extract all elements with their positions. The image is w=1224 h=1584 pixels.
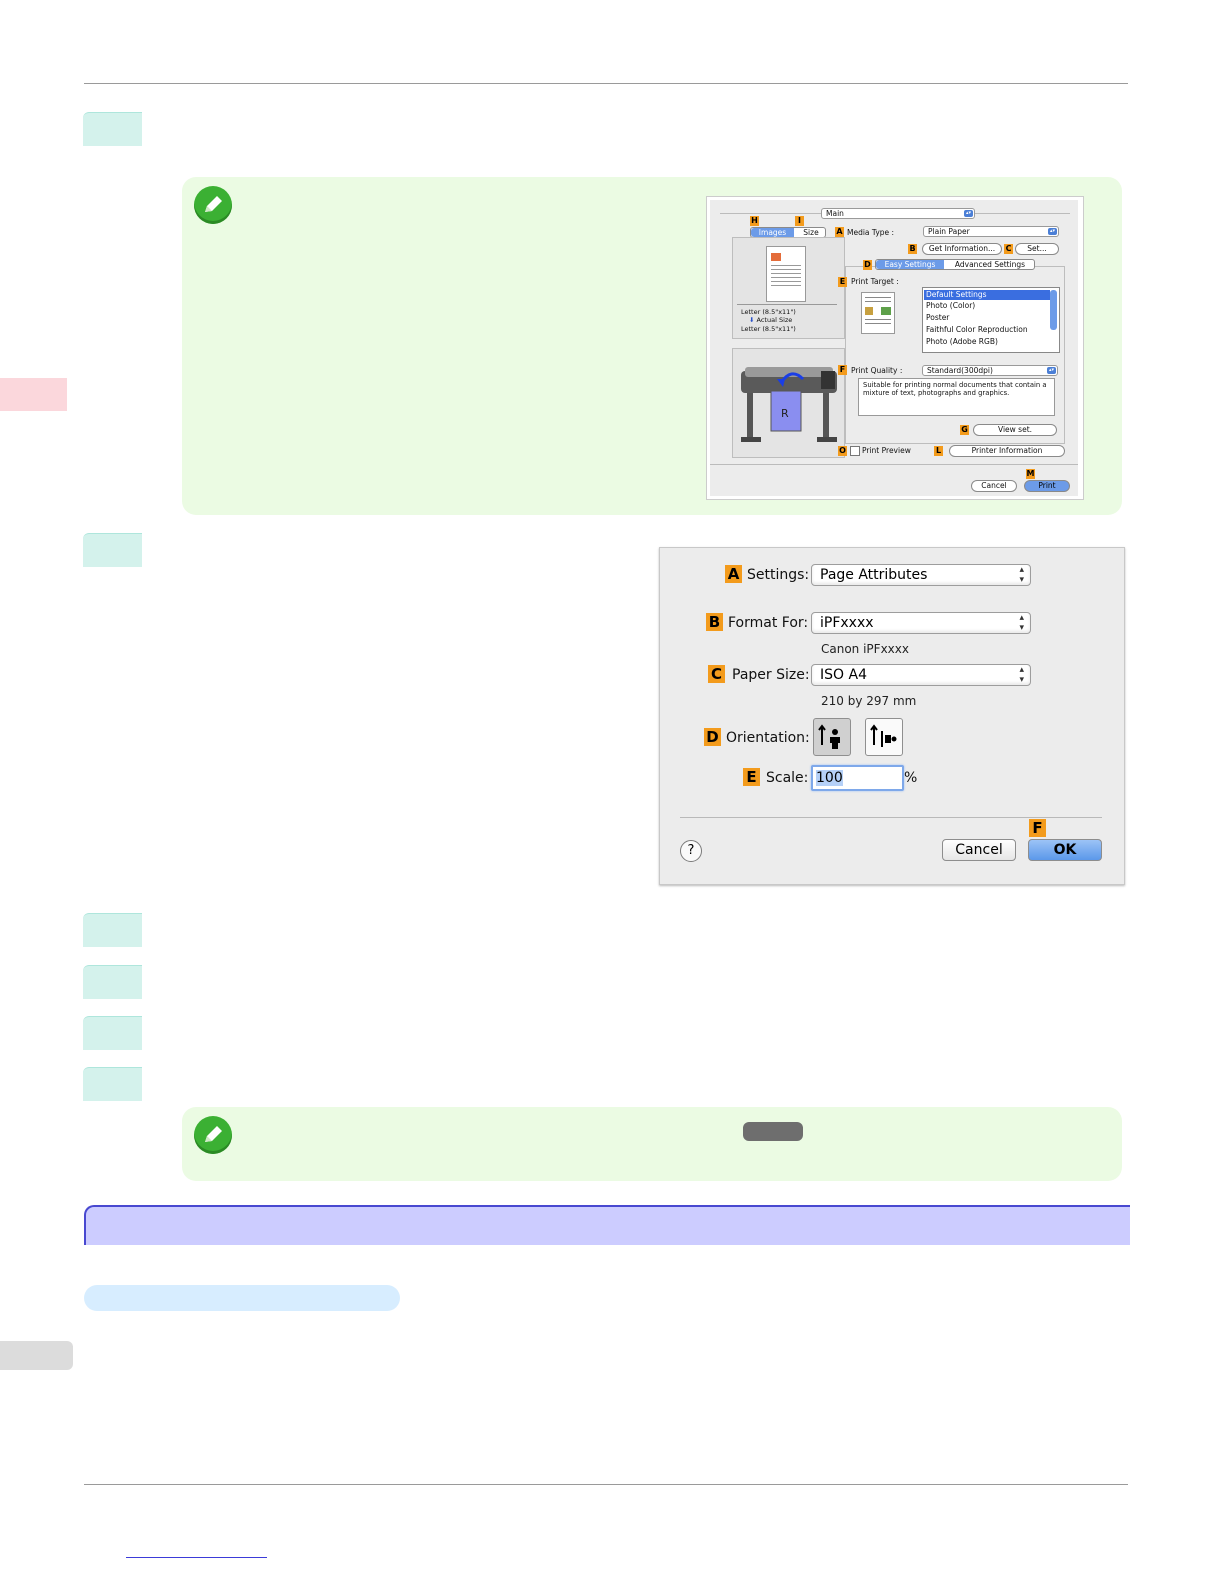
page-side-tab: [0, 1341, 73, 1370]
print-target-label: Print Target :: [851, 277, 899, 286]
page-setup-dialog-screenshot: A Settings: Page Attributes▴▾ B Format F…: [659, 547, 1125, 885]
cancel-button[interactable]: Cancel: [942, 839, 1016, 861]
format-for-label: Format For:: [728, 615, 809, 631]
callout-a: A: [725, 565, 742, 583]
callout-i: I: [795, 216, 804, 226]
callout-h: H: [750, 216, 759, 226]
step-marker: [83, 1067, 142, 1101]
tab-images[interactable]: Images: [751, 228, 794, 237]
callout-f: F: [838, 365, 847, 375]
callout-d: D: [704, 728, 721, 746]
portrait-icon: [818, 724, 840, 749]
settings-popup[interactable]: Page Attributes▴▾: [811, 564, 1031, 586]
preview-panel: Letter (8.5"x11") ⬇ Actual Size Letter (…: [732, 237, 845, 339]
subsection-header-bar: [84, 1285, 400, 1311]
callout-c: C: [1004, 244, 1013, 254]
step-marker: [83, 1016, 142, 1050]
chapter-side-tab: [0, 378, 67, 411]
print-preview-checkbox[interactable]: [850, 446, 860, 456]
callout-m: M: [1026, 469, 1035, 479]
step-marker: [83, 965, 142, 999]
callout-b: B: [908, 244, 917, 254]
cancel-button[interactable]: Cancel: [971, 480, 1017, 492]
view-set-button[interactable]: View set.: [973, 424, 1057, 436]
paper-size-detail: 210 by 297 mm: [821, 694, 917, 708]
note-pencil-icon: [194, 186, 232, 224]
callout-o: O: [838, 446, 847, 456]
list-item[interactable]: Poster: [926, 313, 950, 322]
landscape-icon: [870, 724, 897, 747]
callout-e: E: [838, 277, 847, 287]
scale-unit: %: [904, 770, 918, 786]
format-for-detail: Canon iPFxxxx: [821, 642, 909, 656]
panel-popup[interactable]: Main▴▾: [821, 208, 975, 219]
orientation-label: Orientation:: [726, 730, 810, 746]
callout-b: B: [706, 613, 723, 631]
print-preview-label: Print Preview: [862, 446, 911, 455]
size-line-2: ⬇ Actual Size: [749, 316, 793, 324]
print-target-thumbnail: [861, 292, 895, 334]
note-pencil-icon: [194, 1116, 232, 1154]
svg-text:R: R: [781, 407, 789, 420]
note-box: [182, 1107, 1122, 1181]
key-icon: [743, 1122, 803, 1141]
top-rule: [84, 83, 1128, 84]
help-button[interactable]: ?: [680, 840, 702, 862]
printer-information-button[interactable]: Printer Information: [949, 445, 1065, 457]
media-type-label: Media Type :: [847, 228, 895, 237]
tab-size[interactable]: Size: [803, 228, 819, 237]
bottom-rule: [84, 1484, 1128, 1485]
section-header-bar: [84, 1205, 1130, 1245]
tab-easy-settings[interactable]: Easy Settings: [876, 260, 944, 269]
portrait-orientation-button[interactable]: [813, 718, 851, 756]
size-line-3: Letter (8.5"x11"): [741, 325, 796, 333]
size-line-1: Letter (8.5"x11"): [741, 308, 796, 316]
paper-size-label: Paper Size:: [732, 667, 810, 683]
callout-d: D: [863, 260, 872, 270]
description-box: Suitable for printing normal documents t…: [858, 378, 1055, 416]
callout-a: A: [835, 227, 844, 237]
footer-link-underline[interactable]: [126, 1557, 267, 1558]
callout-g: G: [960, 425, 969, 435]
list-item[interactable]: Photo (Color): [926, 301, 976, 310]
step-marker: [83, 533, 142, 567]
list-item[interactable]: Photo (Adobe RGB): [926, 337, 998, 346]
settings-label: Settings:: [747, 567, 810, 583]
printer-illustration: R: [732, 348, 845, 458]
format-for-popup[interactable]: iPFxxxx▴▾: [811, 612, 1031, 634]
media-type-popup[interactable]: Plain Paper▴▾: [923, 226, 1059, 237]
print-target-list[interactable]: Default Settings Photo (Color) Poster Fa…: [922, 287, 1060, 353]
step-marker: [83, 913, 142, 947]
print-dialog-screenshot: Main▴▾ H I Images Size Letter (8.5"x11")…: [706, 196, 1084, 500]
print-button[interactable]: Print: [1024, 480, 1070, 492]
tab-advanced-settings[interactable]: Advanced Settings: [954, 260, 1026, 269]
set-button[interactable]: Set...: [1015, 243, 1059, 255]
print-quality-popup[interactable]: Standard(300dpi)▴▾: [922, 365, 1058, 376]
list-item[interactable]: Default Settings: [924, 290, 1050, 300]
callout-c: C: [708, 665, 725, 683]
print-quality-label: Print Quality :: [851, 366, 903, 375]
ok-button[interactable]: OK: [1028, 839, 1102, 861]
callout-f: F: [1029, 819, 1046, 837]
paper-size-popup[interactable]: ISO A4▴▾: [811, 664, 1031, 686]
list-item[interactable]: Faithful Color Reproduction: [926, 325, 1028, 334]
callout-l: L: [934, 446, 943, 456]
scale-label: Scale:: [766, 770, 809, 786]
list-scrollbar[interactable]: [1050, 290, 1057, 330]
callout-e: E: [743, 768, 760, 786]
scale-input[interactable]: 100: [811, 765, 904, 791]
get-information-button[interactable]: Get Information...: [922, 243, 1002, 255]
page-thumbnail: [766, 246, 806, 302]
step-marker: [83, 112, 142, 146]
landscape-orientation-button[interactable]: [865, 718, 903, 756]
easy-advanced-tabs: Easy Settings Advanced Settings: [875, 259, 1035, 270]
